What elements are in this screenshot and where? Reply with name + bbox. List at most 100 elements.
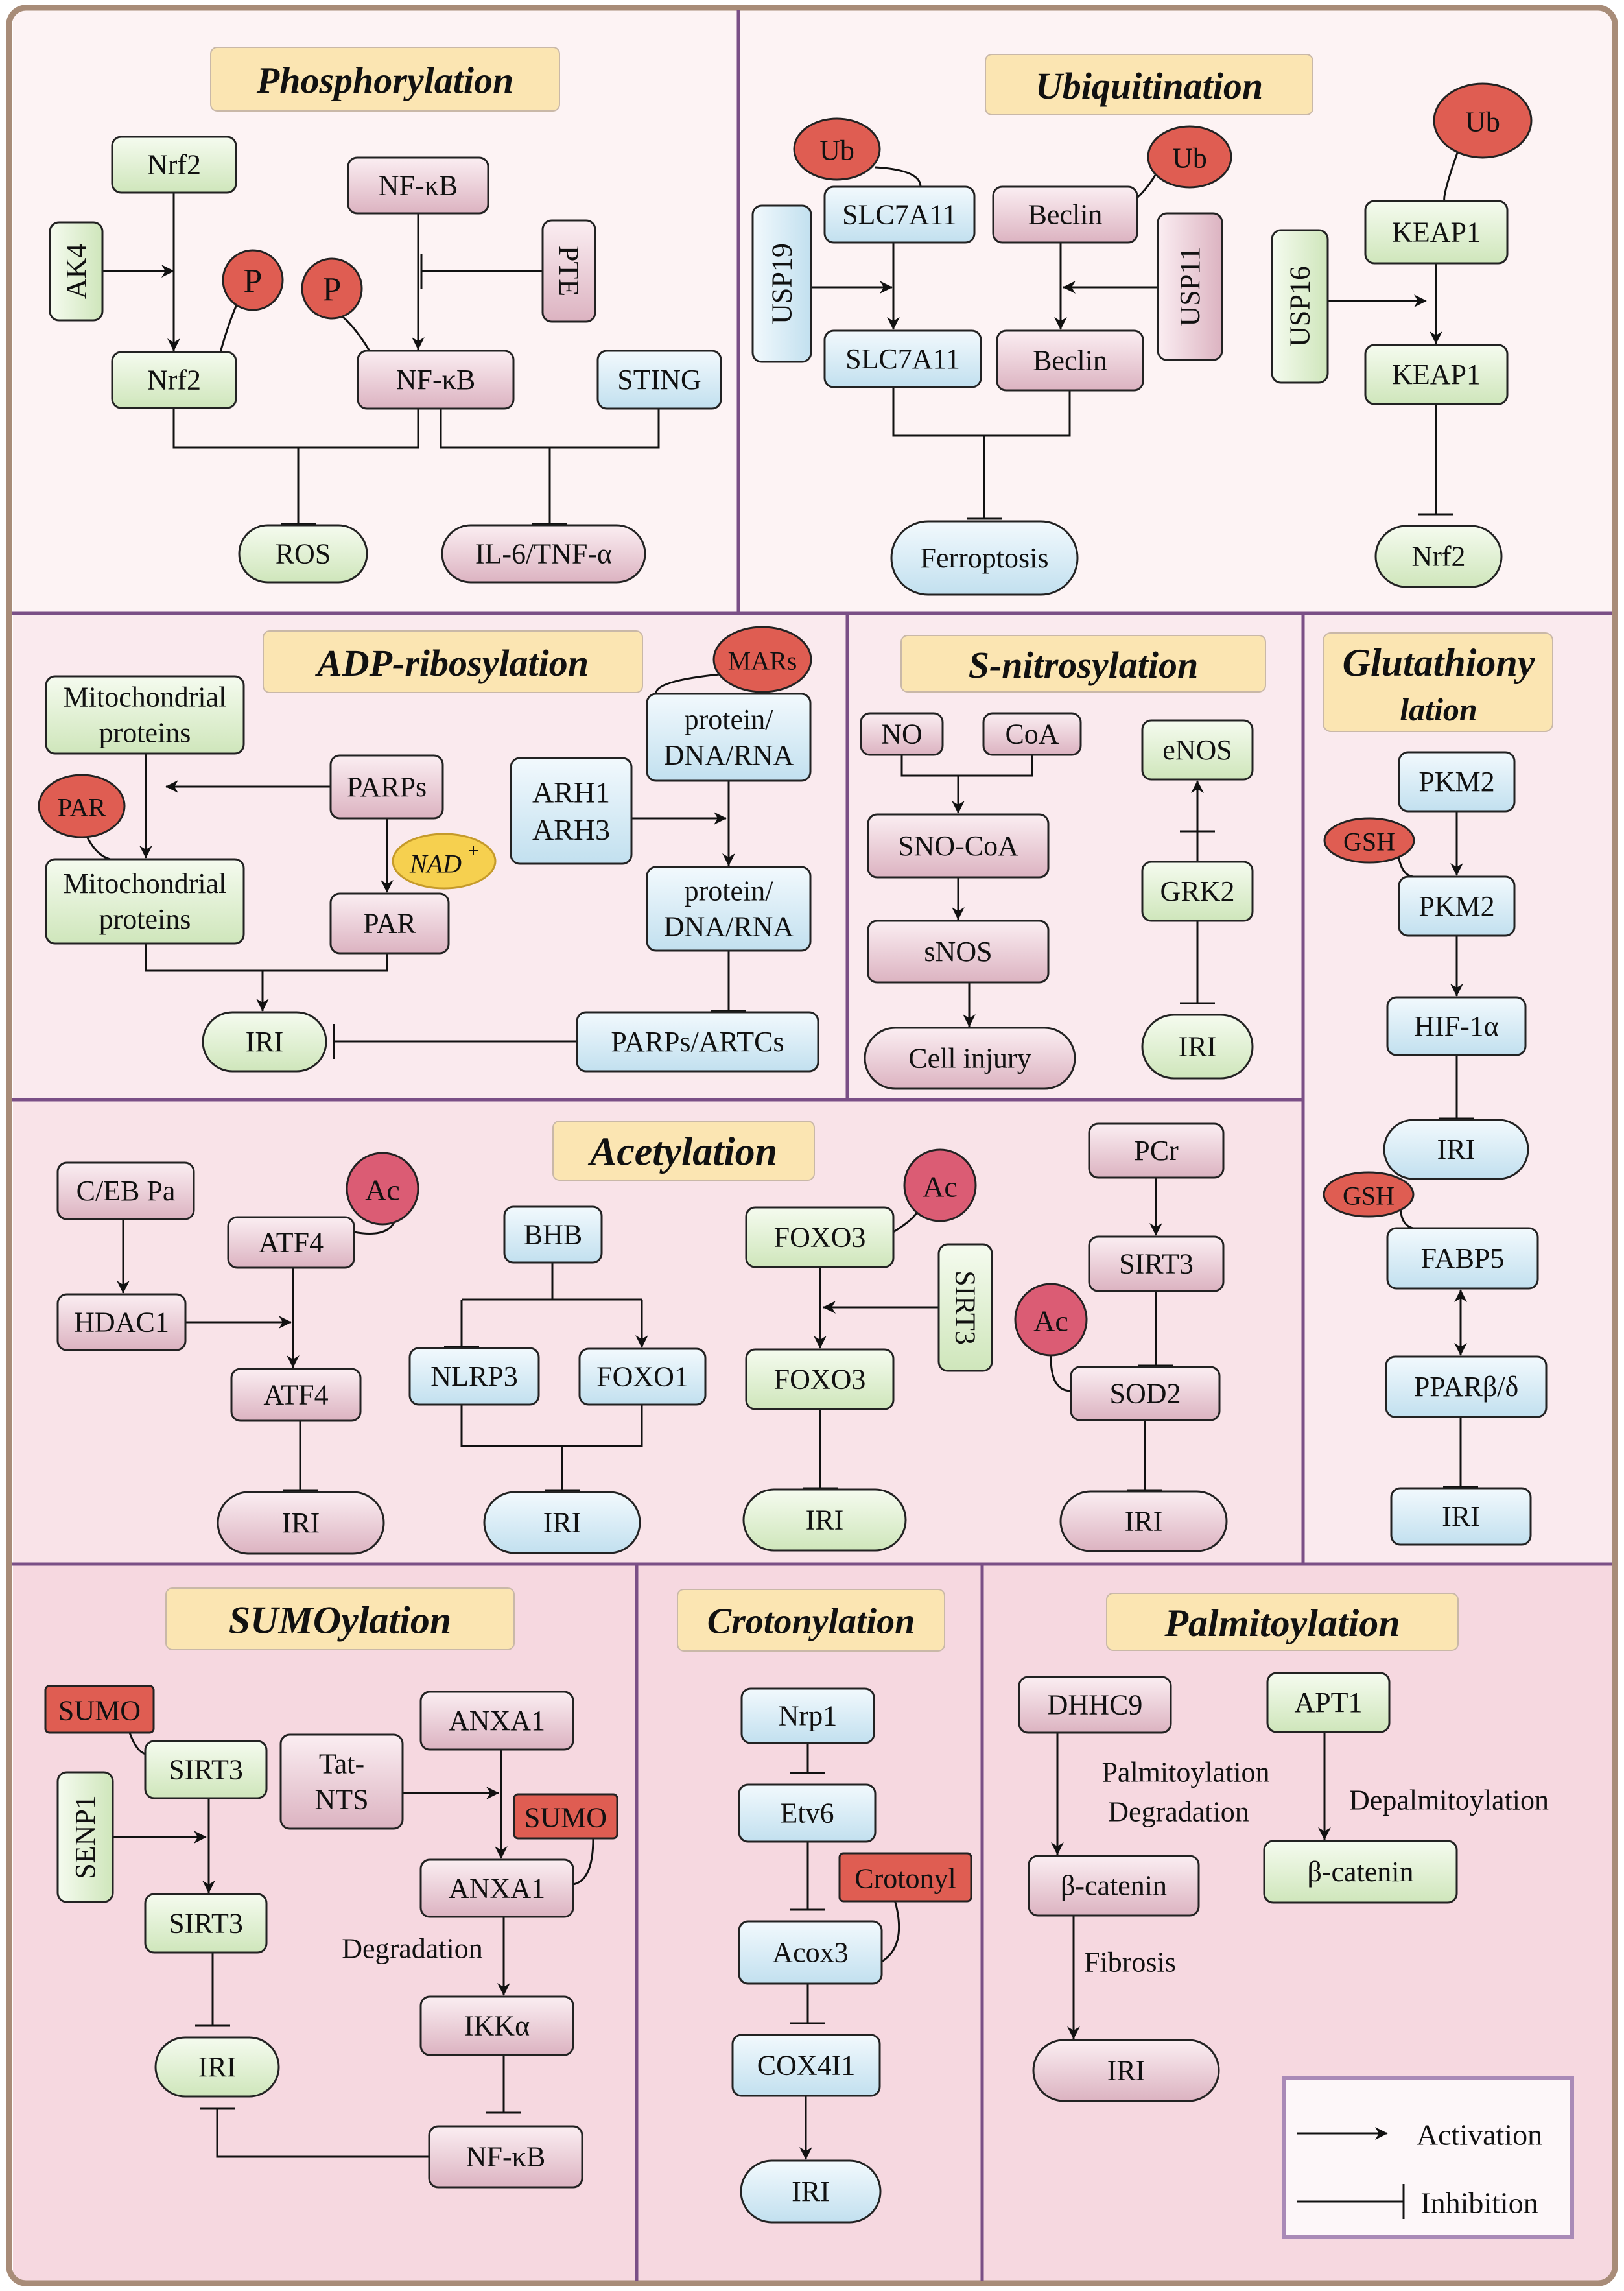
node-tat-nts: Tat-NTS bbox=[279, 1733, 404, 1830]
node-parps-artcs-label: PARPs/ARTCs bbox=[611, 1026, 784, 1058]
note-palm-degradation: Degradation bbox=[1108, 1796, 1249, 1828]
node-pcr-label: PCr bbox=[1134, 1135, 1179, 1167]
node-etv6: Etv6 bbox=[738, 1783, 877, 1843]
node-sno-coa-label: SNO-CoA bbox=[898, 830, 1018, 862]
mod-ac-atf4-shape bbox=[346, 1152, 419, 1226]
node-foxo1-label: FOXO1 bbox=[596, 1361, 688, 1393]
title-s-nitrosylation: S-nitrosylation bbox=[900, 635, 1266, 693]
mod-gsh-2: GSH bbox=[1323, 1171, 1415, 1218]
node-fabp5-label: FABP5 bbox=[1421, 1242, 1505, 1274]
node-usp19-label: USP19 bbox=[766, 243, 798, 324]
node-pkm2: PKM2 bbox=[1398, 875, 1516, 937]
node-pparbd-frame bbox=[1385, 1355, 1548, 1418]
node-sirt3-acet: SIRT3 bbox=[1088, 1235, 1225, 1292]
node-nrf2-top: Nrf2 bbox=[111, 136, 237, 194]
mod-par: PAR bbox=[38, 774, 126, 838]
mod-ac-sod2-shape bbox=[1014, 1283, 1088, 1357]
node-beclin: Beclin bbox=[996, 329, 1144, 392]
node-sod2: SOD2 bbox=[1070, 1366, 1221, 1421]
node-ferroptosis-frame bbox=[890, 520, 1079, 596]
title-acetylation-text: Acetylation bbox=[587, 1130, 777, 1174]
mod-ub-slc-shape bbox=[793, 117, 881, 181]
node-usp16: USP16 bbox=[1271, 229, 1329, 384]
node-iri-sod2: IRI bbox=[1059, 1490, 1228, 1552]
link-sumo-1 bbox=[128, 1732, 146, 1755]
node-bcatenin-p-frame bbox=[1028, 1855, 1200, 1917]
node-usp11-frame bbox=[1157, 212, 1223, 361]
mod-ub-beclin-label: Ub bbox=[1172, 143, 1207, 174]
node-keap1-frame bbox=[1364, 344, 1509, 405]
node-senp1-frame bbox=[56, 1771, 114, 1903]
mod-crotonyl-label: Crotonyl bbox=[854, 1863, 956, 1895]
legend-inhibition-label: Inhibition bbox=[1420, 2187, 1538, 2220]
node-iri-bhb: IRI bbox=[483, 1491, 641, 1554]
node-foxo3-top-label: FOXO3 bbox=[774, 1222, 866, 1253]
node-no-label: NO bbox=[881, 718, 923, 750]
mod-crotonyl: Crotonyl bbox=[838, 1852, 972, 1903]
node-usp16-frame bbox=[1271, 229, 1329, 384]
node-foxo3-top: FOXO3 bbox=[745, 1206, 895, 1268]
note-palmitoylation: Palmitoylation bbox=[1101, 1757, 1269, 1788]
node-iri-sod2-frame bbox=[1059, 1490, 1228, 1552]
node-keap1: KEAP1 bbox=[1364, 344, 1509, 405]
title-adp-ribosylation-bg bbox=[263, 630, 643, 693]
legend-box bbox=[1282, 2076, 1574, 2239]
node-parps-frame bbox=[329, 754, 444, 820]
node-mito-frame bbox=[45, 858, 245, 945]
node-iri-adp-label: IRI bbox=[246, 1026, 284, 1058]
mod-gsh-2-label: GSH bbox=[1343, 1181, 1395, 1211]
node-sirt3: SIRT3 bbox=[144, 1893, 268, 1954]
title-adp-ribosylation-text: ADP-ribosylation bbox=[315, 642, 589, 684]
bracket-no-coa bbox=[900, 755, 1033, 777]
mod-ub-keap1-shape bbox=[1433, 82, 1533, 159]
node-mito-label: Mitochondrial bbox=[64, 868, 227, 899]
mod-ac-sod2: Ac bbox=[1014, 1283, 1088, 1357]
bracket-nrf2-nfkb bbox=[172, 408, 419, 449]
mod-p-nfkb-shape bbox=[301, 257, 363, 320]
node-usp19: USP19 bbox=[751, 204, 812, 363]
node-nrf2-ub: Nrf2 bbox=[1374, 525, 1503, 588]
node-pcr-frame bbox=[1088, 1122, 1225, 1179]
node-atf4-frame bbox=[230, 1368, 362, 1422]
node-iri-foxo3-label: IRI bbox=[806, 1504, 844, 1536]
node-beclin-top-frame bbox=[992, 185, 1138, 244]
node-beclin-label: Beclin bbox=[1033, 345, 1107, 377]
node-no-frame bbox=[860, 712, 944, 756]
node-bcatenin-g-label: β-catenin bbox=[1307, 1856, 1413, 1888]
mod-ub-slc-label: Ub bbox=[819, 135, 854, 167]
mod-nad-sup: + bbox=[467, 840, 480, 862]
node-beclin-top-label: Beclin bbox=[1028, 199, 1103, 231]
mod-sumo-2: SUMO bbox=[513, 1793, 618, 1840]
node-nfkb-p-label: NF-κB bbox=[396, 364, 475, 396]
mod-gsh-1-label: GSH bbox=[1343, 827, 1395, 857]
link-ub-keap1 bbox=[1443, 148, 1460, 202]
node-iri-glut1: IRI bbox=[1383, 1119, 1529, 1180]
node-cell-injury: Cell injury bbox=[864, 1027, 1076, 1090]
node-sirt3-ac: SIRT3 bbox=[937, 1243, 993, 1372]
node-acox3: Acox3 bbox=[738, 1920, 883, 1985]
node-coa: CoA bbox=[982, 712, 1082, 756]
node-bcatenin-p: β-catenin bbox=[1028, 1855, 1200, 1917]
node-prot-top-label: protein/ bbox=[685, 704, 774, 735]
title-ubiquitination-text: Ubiquitination bbox=[1035, 65, 1263, 107]
link-p-nrf2 bbox=[219, 304, 238, 353]
node-snos-label: sNOS bbox=[924, 936, 992, 967]
node-iri-sumo-label: IRI bbox=[198, 2051, 237, 2083]
node-cox4i1: COX4I1 bbox=[731, 2034, 881, 2097]
title-adp-ribosylation: ADP-ribosylation bbox=[263, 630, 643, 693]
node-iri-sumo: IRI bbox=[154, 2036, 280, 2098]
node-slc7a11-top: SLC7A11 bbox=[823, 185, 976, 244]
node-coa-frame bbox=[982, 712, 1082, 756]
title-acetylation: Acetylation bbox=[552, 1121, 815, 1181]
title-palmitoylation-bg bbox=[1106, 1593, 1459, 1651]
node-slc7a11-top-label: SLC7A11 bbox=[842, 199, 957, 231]
node-nlrp3: NLRP3 bbox=[408, 1347, 540, 1406]
mod-sumo-1-label: SUMO bbox=[58, 1695, 141, 1727]
mod-ac-foxo3-shape bbox=[903, 1148, 977, 1222]
node-sirt3-label: SIRT3 bbox=[169, 1908, 243, 1940]
node-cox4i1-label: COX4I1 bbox=[757, 2050, 856, 2082]
mod-sumo-2-shape bbox=[513, 1793, 618, 1840]
node-atf4: ATF4 bbox=[230, 1368, 362, 1422]
title-glut-line2: lation bbox=[1400, 691, 1477, 728]
